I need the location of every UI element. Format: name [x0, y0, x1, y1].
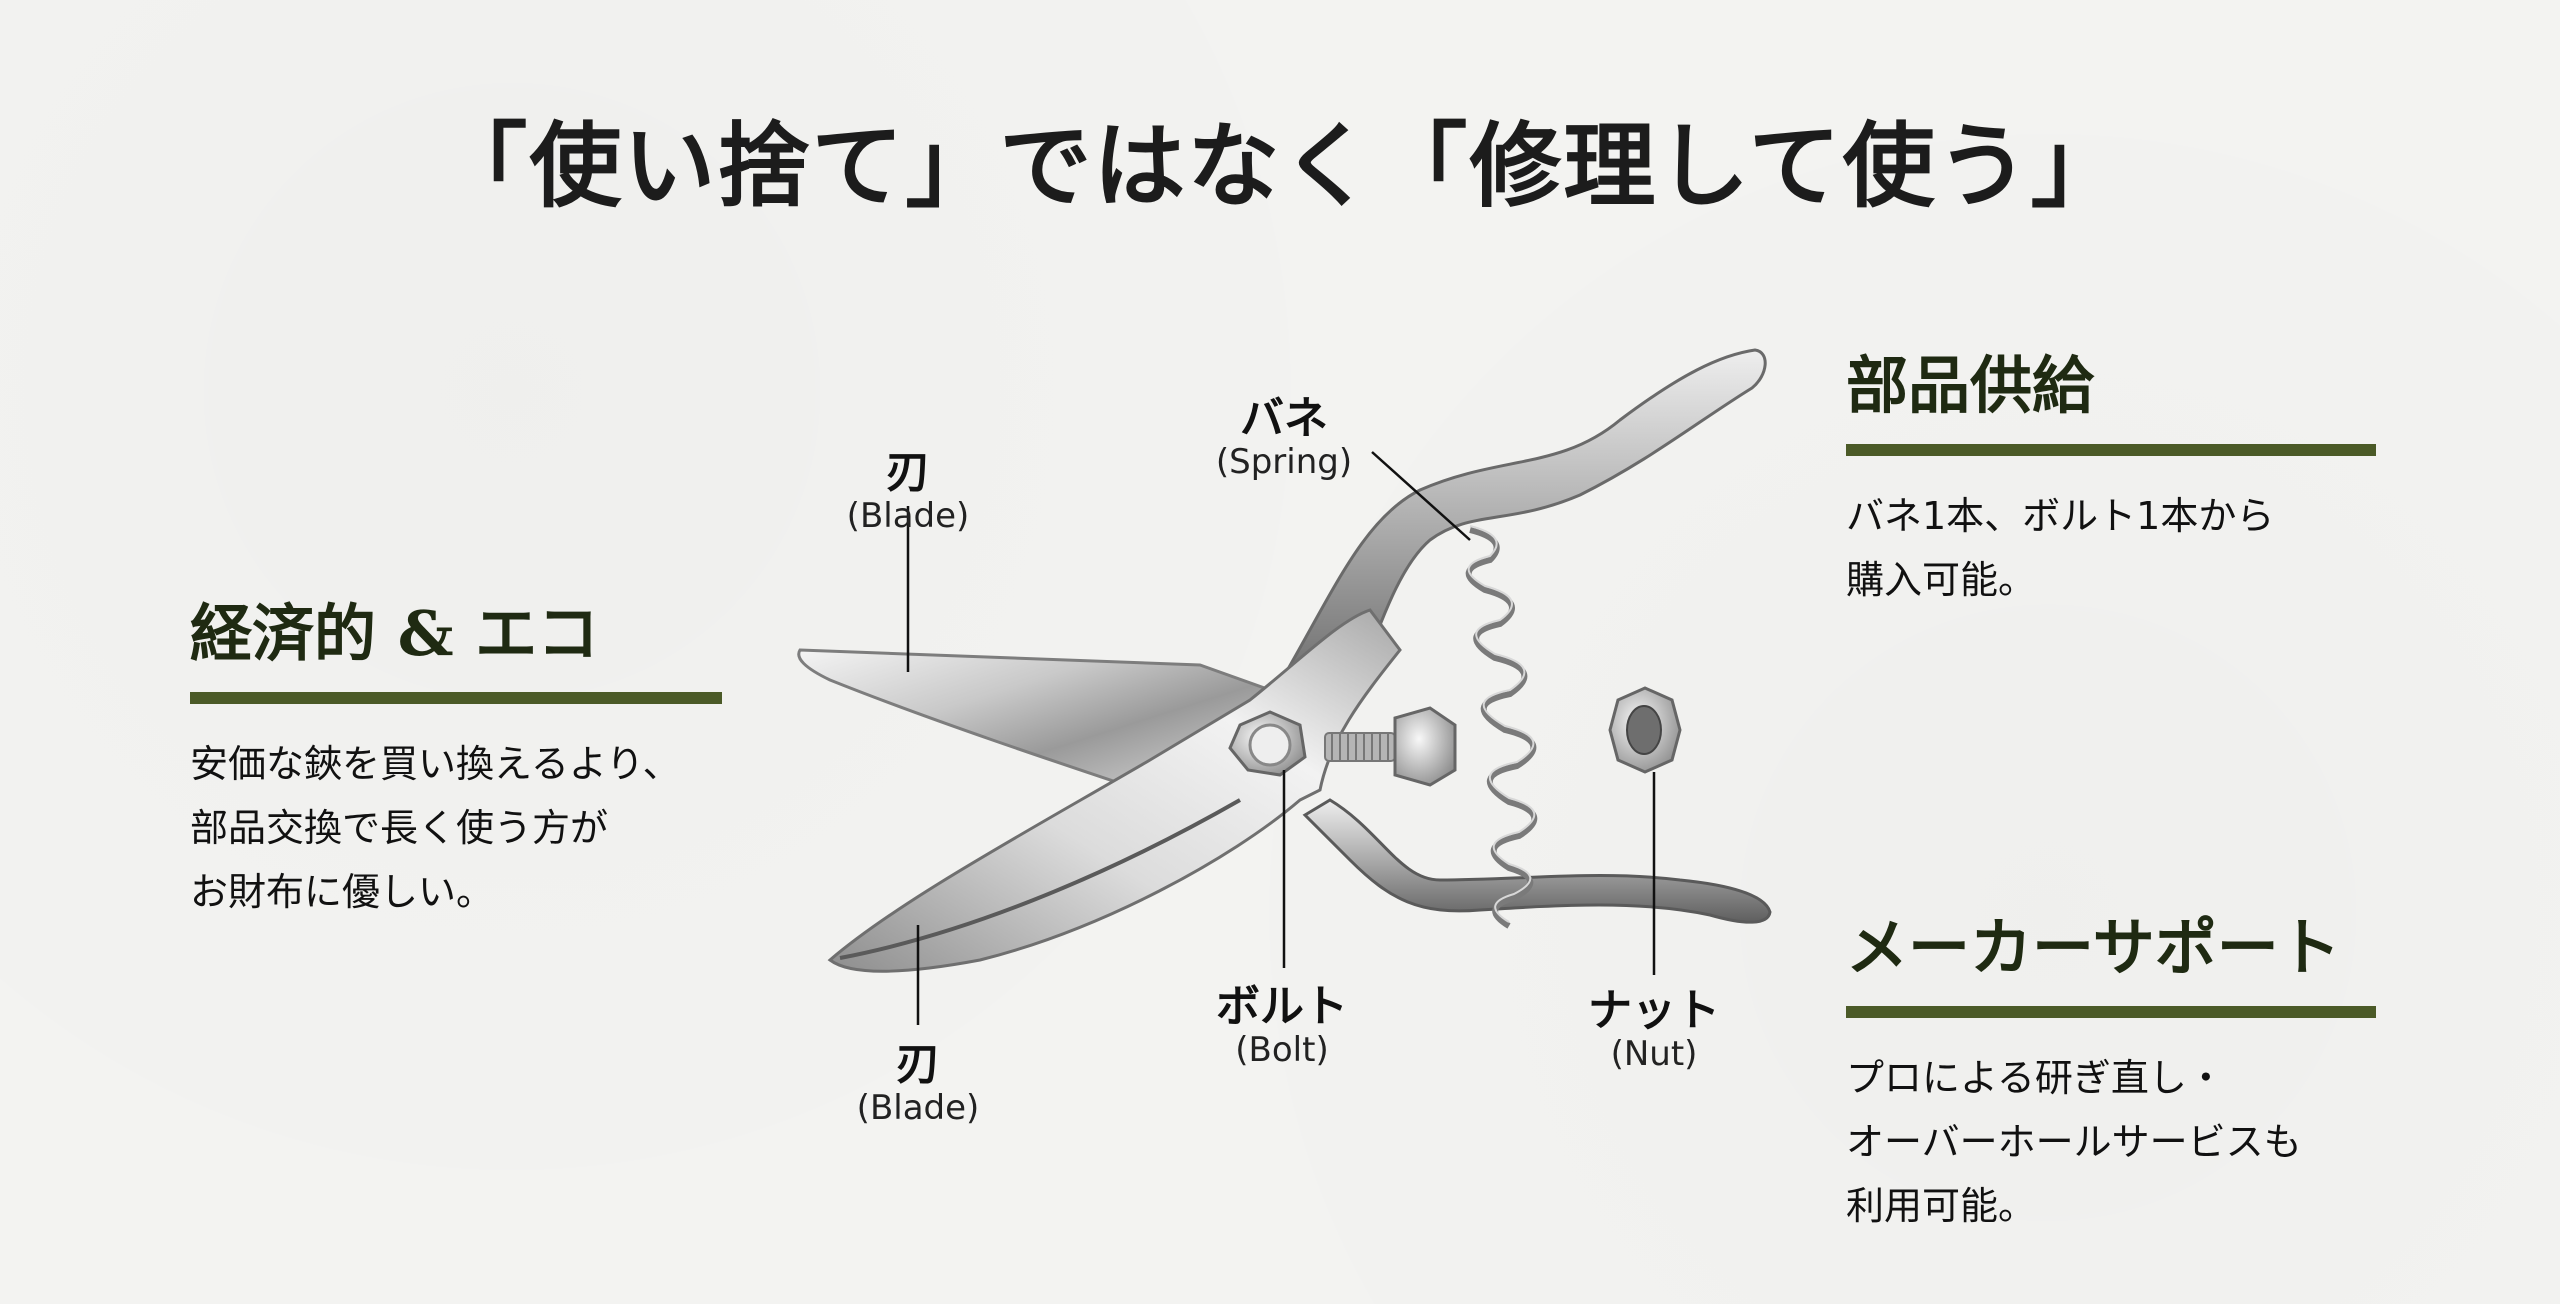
section-eco-heading: 経済的 & エコ [190, 597, 600, 670]
nut [1608, 686, 1682, 774]
lower-handle [1302, 798, 1772, 924]
section-support-heading: メーカーサポート [1846, 911, 2341, 984]
page-title: 「使い捨て」ではなく「修理して使う」 [435, 112, 2125, 220]
label-blade-bottom-en: (Blade) [856, 1088, 980, 1129]
spring [1465, 527, 1538, 929]
label-nut-jp: ナット [1588, 985, 1720, 1036]
section-eco-body: 安価な鋏を買い換えるより、 部品交換で長く使う方が お財布に優しい。 [190, 742, 681, 915]
label-spring-jp: バネ [1240, 393, 1328, 444]
label-bolt: ボルト (Bolt) [1216, 981, 1348, 1071]
label-bolt-jp: ボルト [1216, 981, 1348, 1032]
loose-bolt [1324, 706, 1457, 787]
label-spring: バネ (Spring) [1215, 393, 1353, 483]
label-nut: ナット (Nut) [1588, 985, 1720, 1075]
label-bolt-en: (Bolt) [1235, 1030, 1329, 1071]
label-blade-bottom-jp: 刃 [895, 1039, 940, 1090]
pivot-bolt [1228, 710, 1307, 777]
section-parts-body: バネ1本、ボルト1本から 購入可能。 [1846, 494, 2275, 603]
section-parts-supply: 部品供給 バネ1本、ボルト1本から 購入可能。 [1846, 349, 2376, 612]
section-eco-rule [190, 692, 722, 705]
leader-lines [906, 451, 1656, 1025]
section-support-rule [1846, 1006, 2376, 1019]
label-blade-top-en: (Blade) [846, 496, 970, 537]
section-parts-rule [1846, 444, 2376, 457]
label-nut-en: (Nut) [1610, 1034, 1698, 1075]
label-spring-en: (Spring) [1215, 442, 1353, 483]
section-support-body: プロによる研ぎ直し・ オーバーホールサービスも 利用可能。 [1846, 1056, 2302, 1229]
section-maker-support: メーカーサポート プロによる研ぎ直し・ オーバーホールサービスも 利用可能。 [1846, 911, 2376, 1238]
label-blade-top: 刃 (Blade) [846, 447, 970, 537]
label-blade-top-jp: 刃 [885, 447, 930, 498]
label-blade-bottom: 刃 (Blade) [856, 1039, 980, 1129]
section-parts-heading: 部品供給 [1846, 349, 2095, 422]
upper-handle [1267, 348, 1767, 722]
lower-blade [827, 608, 1402, 973]
section-eco: 経済的 & エコ 安価な鋏を買い換えるより、 部品交換で長く使う方が お財布に優… [190, 597, 722, 924]
